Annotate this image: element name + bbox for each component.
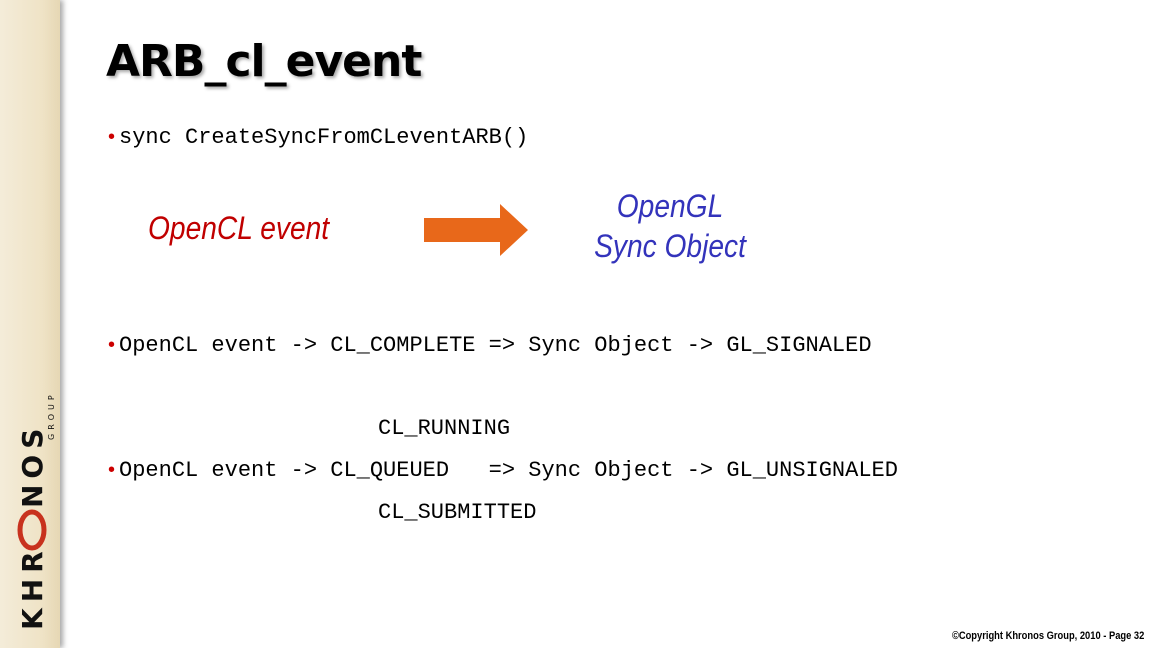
bullet-text: sync CreateSyncFromCLeventARB(): [119, 125, 529, 150]
slide-title: ARB_cl_event: [106, 36, 422, 87]
opengl-sync-object-label: OpenGL Sync Object: [582, 186, 758, 266]
copyright-footer: ©Copyright Khronos Group, 2010 - Page 32: [951, 630, 1144, 642]
bullet-dot: •: [108, 459, 116, 481]
sync-object-label: Sync Object: [594, 228, 746, 264]
bullet-create-sync: •sync CreateSyncFromCLeventARB(): [108, 127, 528, 149]
bullet-complete-signaled: •OpenCL event -> CL_COMPLETE => Sync Obj…: [108, 335, 872, 357]
svg-text:KHR: KHR: [16, 545, 49, 630]
cl-submitted-label: CL_SUBMITTED: [378, 500, 537, 525]
bullet-text: OpenCL event -> CL_QUEUED => Sync Object…: [119, 458, 898, 483]
right-arrow-icon: [424, 204, 528, 256]
bullet-text: OpenCL event -> CL_COMPLETE => Sync Obje…: [119, 333, 872, 358]
bullet-dot: •: [108, 334, 116, 356]
bullet-dot: •: [108, 126, 116, 148]
cl-running-label: CL_RUNNING: [378, 416, 511, 441]
bullet-queued-unsignaled: •OpenCL event -> CL_QUEUED => Sync Objec…: [108, 460, 898, 482]
opencl-event-label: OpenCL event: [148, 210, 330, 246]
sidebar: KHR NOS GROUP: [0, 0, 60, 648]
svg-text:GROUP: GROUP: [47, 391, 56, 440]
khronos-logo: KHR NOS GROUP: [16, 391, 56, 630]
opengl-label: OpenGL: [616, 188, 724, 224]
svg-text:NOS: NOS: [16, 423, 49, 508]
